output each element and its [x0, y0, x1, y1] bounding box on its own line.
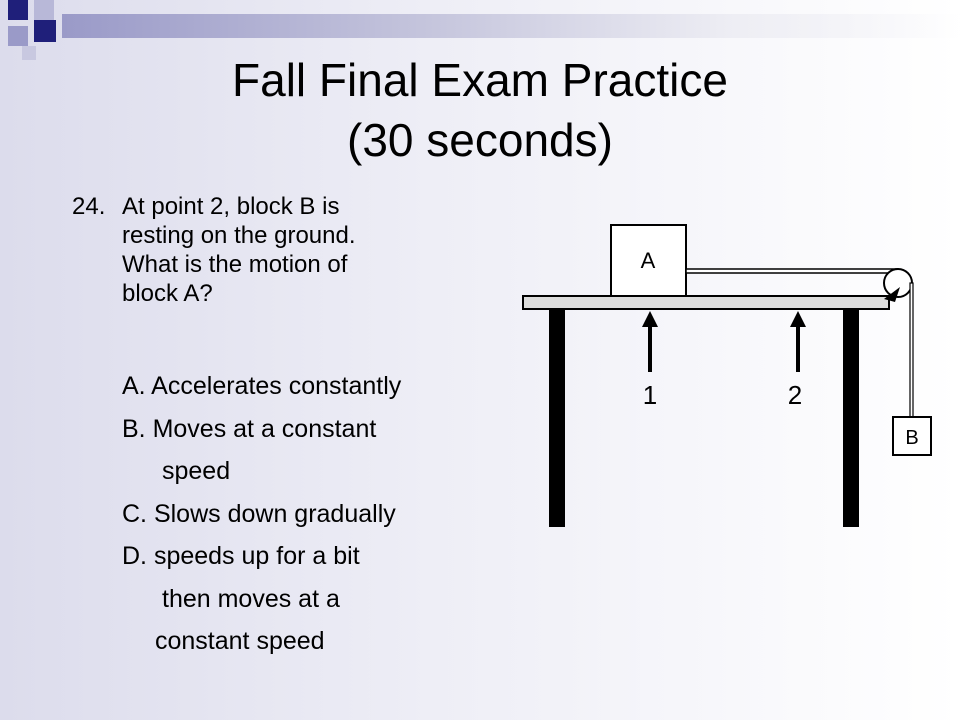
title-line-1: Fall Final Exam Practice: [232, 54, 728, 106]
slide-title: Fall Final Exam Practice (30 seconds): [0, 50, 960, 170]
deco-square: [34, 20, 56, 42]
option-b-continued: speed: [162, 457, 231, 485]
table-leg-left: [549, 310, 565, 527]
option-d: D. speeds up for a bit: [122, 542, 360, 570]
option-d-continued: then moves at a: [162, 585, 340, 613]
table-leg-right: [843, 310, 859, 527]
question-text-line: What is the motion of: [122, 251, 348, 278]
header-gradient-bar: [62, 14, 960, 38]
option-d-continued: constant speed: [155, 627, 325, 655]
arrow-1-head: [642, 311, 658, 327]
question-text-line: resting on the ground.: [122, 222, 356, 249]
point-1-label: 1: [643, 380, 657, 410]
table-top: [522, 295, 890, 310]
block-b-label: B: [905, 427, 918, 449]
title-line-2: (30 seconds): [347, 114, 613, 166]
pulley-bracket: [884, 287, 900, 302]
deco-square: [22, 46, 36, 60]
question-text-line: block A?: [122, 280, 213, 307]
point-2-label: 2: [788, 380, 802, 410]
option-b: B. Moves at a constant: [122, 415, 377, 443]
deco-square: [8, 26, 28, 46]
arrow-2-head: [790, 311, 806, 327]
block-a: [610, 224, 687, 297]
deco-square: [34, 0, 54, 20]
deco-square: [8, 0, 28, 20]
option-c: C. Slows down gradually: [122, 500, 396, 528]
string-vertical: [909, 282, 914, 418]
block-b: [892, 416, 932, 456]
option-a: A. Accelerates constantly: [122, 372, 402, 400]
string-horizontal: [685, 268, 899, 274]
question-number: 24.: [72, 193, 106, 220]
question-text-line: At point 2, block B is: [122, 193, 340, 220]
block-a-label: A: [641, 248, 656, 273]
